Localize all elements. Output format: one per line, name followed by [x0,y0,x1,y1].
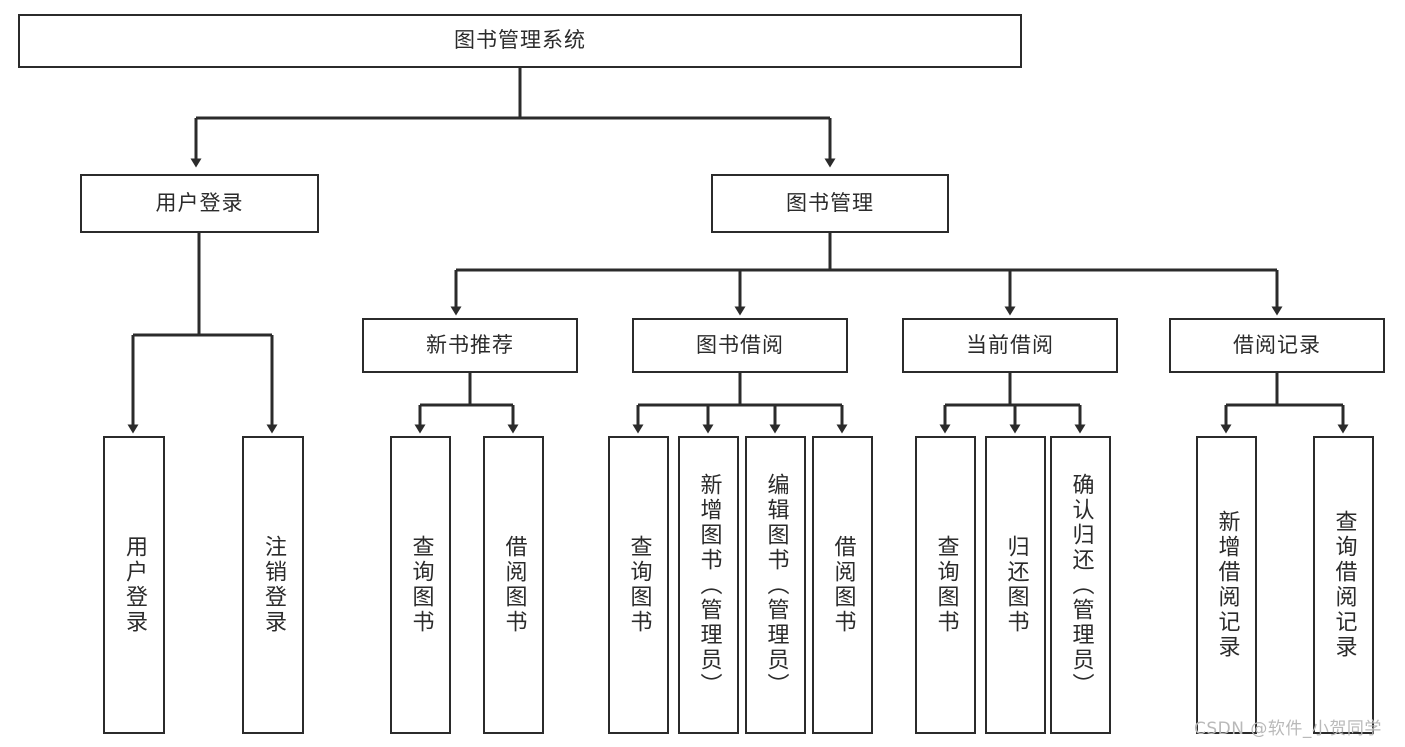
node-label: 借阅记录 [1233,332,1321,357]
leaf-borrow-query-book[interactable]: 查询图书 [608,436,669,734]
node-label: 当前借阅 [966,332,1054,357]
node-label: 查询图书 [626,535,652,635]
node-label: 归还图书 [1003,535,1029,635]
node-label: 图书管理 [786,190,874,215]
leaf-current-confirm-return-admin[interactable]: 确认归还（管理员） [1050,436,1111,734]
node-label: 新书推荐 [426,332,514,357]
node-label: 查询图书 [408,535,434,635]
leaf-user-login-signin[interactable]: 用户登录 [103,436,165,734]
node-label: 查询图书 [933,535,959,635]
node-current-borrow[interactable]: 当前借阅 [902,318,1118,373]
node-label: 新增图书（管理员） [696,472,722,698]
node-label: 借阅图书 [501,535,527,635]
leaf-record-query-record[interactable]: 查询借阅记录 [1313,436,1374,734]
node-book-borrow[interactable]: 图书借阅 [632,318,848,373]
node-label: 新增借阅记录 [1214,510,1240,660]
leaf-record-add-record[interactable]: 新增借阅记录 [1196,436,1257,734]
watermark-text: CSDN @软件_小贺同学 [1194,719,1382,739]
leaf-current-query-book[interactable]: 查询图书 [915,436,976,734]
node-label: 借阅图书 [830,535,856,635]
node-label: 编辑图书（管理员） [763,472,789,698]
node-book-management[interactable]: 图书管理 [711,174,949,233]
leaf-current-return-book[interactable]: 归还图书 [985,436,1046,734]
node-label: 用户登录 [121,535,147,635]
leaf-borrow-borrow-book[interactable]: 借阅图书 [812,436,873,734]
node-new-book-recommend[interactable]: 新书推荐 [362,318,578,373]
node-root-system[interactable]: 图书管理系统 [18,14,1022,68]
leaf-borrow-edit-book-admin[interactable]: 编辑图书（管理员） [745,436,806,734]
leaf-recommend-query-book[interactable]: 查询图书 [390,436,451,734]
node-label: 确认归还（管理员） [1068,472,1094,698]
node-label: 用户登录 [155,190,244,215]
node-label: 图书管理系统 [454,28,586,53]
node-label: 查询借阅记录 [1331,510,1357,660]
node-label: 注销登录 [260,535,286,635]
node-borrow-record[interactable]: 借阅记录 [1169,318,1385,373]
node-user-login[interactable]: 用户登录 [80,174,319,233]
leaf-user-login-signout[interactable]: 注销登录 [242,436,304,734]
leaf-borrow-add-book-admin[interactable]: 新增图书（管理员） [678,436,739,734]
node-label: 图书借阅 [696,332,784,357]
leaf-recommend-borrow-book[interactable]: 借阅图书 [483,436,544,734]
